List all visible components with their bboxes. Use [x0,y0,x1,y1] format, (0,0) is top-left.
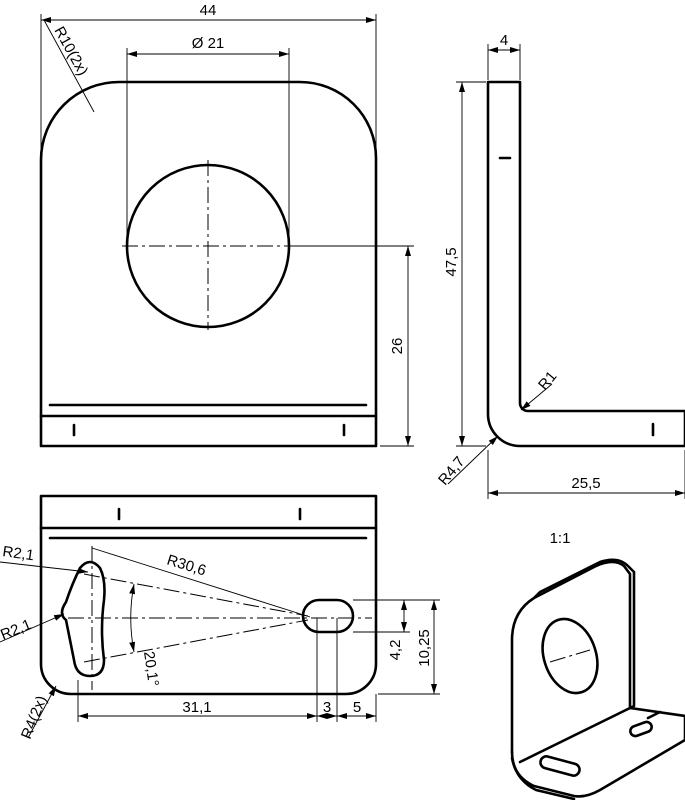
bottom-outline [39,494,378,696]
angle-centerline [83,573,309,617]
slot-distance-dimension: 31,1 [182,699,211,716]
arc-radius-dimension: R30,6 [165,552,208,580]
iso-slot [539,755,581,777]
isometric-view: 1:1 [510,530,685,800]
outer-radius-dimension: R4,7 [435,453,468,488]
height-dimension: 47,5 [443,247,460,276]
side-view: 4 47,5 R1 R4,7 25,5 [435,32,685,499]
corner-radius-dimension: R4(2x) [18,693,51,741]
depth-dimension: 25,5 [571,475,600,492]
slot-radius-middle: R2,1 [0,616,34,644]
leader-line [43,19,95,113]
front-outline [39,80,378,448]
leader-line [91,547,311,618]
slot-radius-top: R2,1 [1,543,35,564]
scale-label: 1:1 [550,530,571,547]
width-dimension: 44 [200,2,217,19]
angle-dimension: 20,1° [140,650,162,687]
front-view: 44 Ø 21 R10(2x) 26 [39,2,414,448]
iso-slot [629,720,653,738]
iso-tick [646,710,662,720]
iso-plate-top [532,558,636,710]
side-outline [486,80,685,448]
slot-position-dimension: 10,25 [416,629,433,667]
angle-centerline [83,619,309,663]
iso-base-edge [510,756,576,800]
angle-arc [129,583,136,653]
leader-line [27,685,57,739]
slot-edge-dimension: 5 [353,699,361,716]
iso-hole-centerline [549,649,591,663]
straight-slot [301,598,355,634]
curved-slot [60,560,106,678]
leader-line [0,561,89,574]
hole-diameter-dimension: Ø 21 [192,35,225,52]
iso-plate-front [510,560,632,754]
slot-length-dimension: 3 [323,699,331,716]
leader-line [447,435,499,485]
hole-height-dimension: 26 [389,338,406,355]
bottom-view: R30,6 R2,1 R2,1 20,1° R4(2x) 31,1 3 5 4,… [0,494,440,741]
iso-base [510,706,685,798]
slot-width-dimension: 4,2 [387,640,404,661]
inner-radius-dimension: R1 [535,368,560,394]
iso-hole [541,617,599,695]
thickness-dimension: 4 [500,32,508,49]
leader-line [520,383,553,411]
leader-line [0,613,65,643]
